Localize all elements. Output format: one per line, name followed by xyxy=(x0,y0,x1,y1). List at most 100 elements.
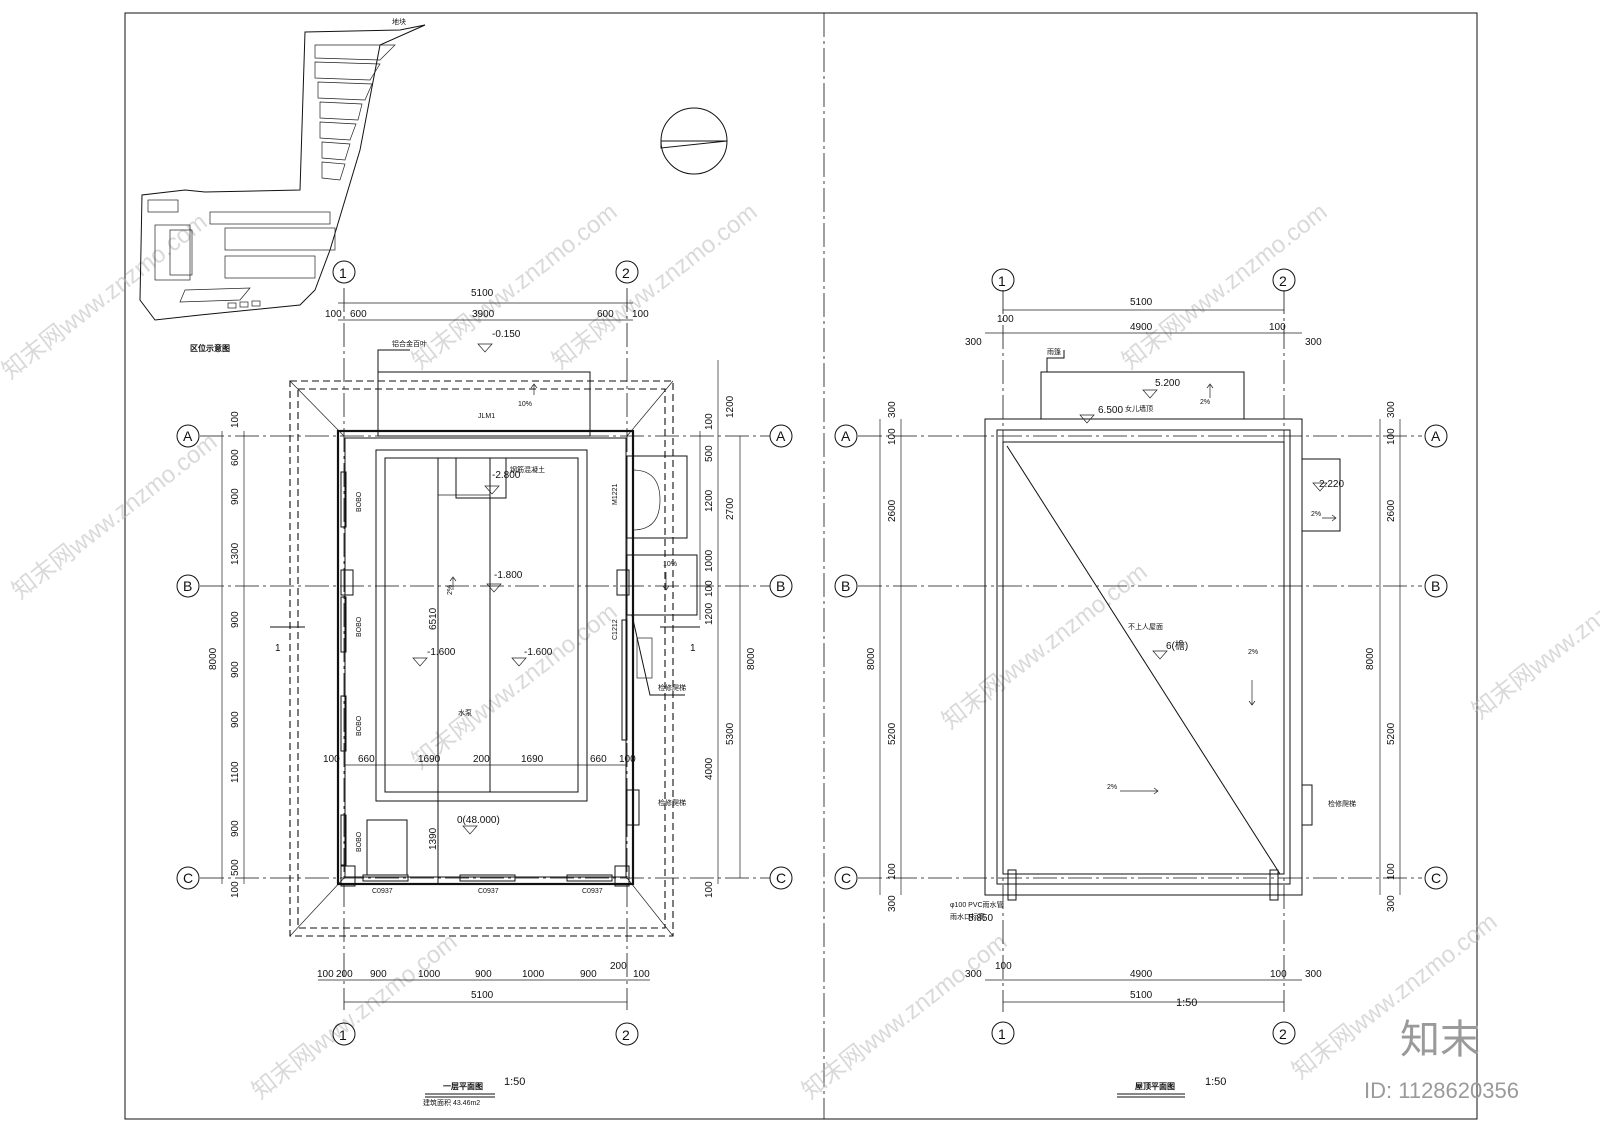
dim-bottom-total: 5100 xyxy=(471,990,494,1001)
dim-right-total: 8000 xyxy=(746,647,757,670)
axis-B-right: B xyxy=(776,578,785,594)
dim-bottom-3: 1000 xyxy=(418,969,441,980)
dim-bottom-1: 200 xyxy=(336,969,353,980)
roof-elev-outlet: 5.850 xyxy=(968,913,993,924)
dim-right-100a: 100 xyxy=(704,413,715,430)
north-arrow-icon xyxy=(660,107,728,175)
roof-dim-right-4: 100 xyxy=(1386,863,1397,880)
roof-dim-top-total: 5100 xyxy=(1130,297,1153,308)
watermark-1: 知末网www.znzmo.com xyxy=(0,208,212,384)
dim-right-mid-1: 2700 xyxy=(725,497,736,520)
roof-note-parapet: 女儿墙顶 xyxy=(1125,404,1153,413)
roof-dim-top-3: 100 xyxy=(1269,322,1286,333)
dim-left-6: 900 xyxy=(230,711,241,728)
watermark-7: 知末网www.znzmo.com xyxy=(797,928,1012,1104)
roof-dim-top-2: 4900 xyxy=(1130,322,1153,333)
dim-pool-0: 100 xyxy=(323,754,340,765)
section-mark-right: 1 xyxy=(690,643,696,654)
watermark-logo: 知末 xyxy=(1400,1017,1480,1063)
dim-bottom-8: 100 xyxy=(633,969,650,980)
dim-left-2: 900 xyxy=(230,488,241,505)
tag-c1212: C1212 xyxy=(612,619,619,640)
dim-right-in-1: 1200 xyxy=(704,489,715,512)
dim-top-3: 600 xyxy=(597,309,614,320)
dim-top-total: 5100 xyxy=(471,288,494,299)
roof-dim-left-0: 300 xyxy=(887,401,898,418)
watermark-11: 知末网www.znzmo.com xyxy=(1467,548,1600,724)
tag-c0937-b: C0937 xyxy=(478,888,499,895)
dim-left-8: 900 xyxy=(230,820,241,837)
note-pump: 水泵 xyxy=(458,708,472,717)
watermark-8: 知末网www.znzmo.com xyxy=(937,558,1152,734)
dim-right-in-4: 1200 xyxy=(704,602,715,625)
dim-bottom-7: 200 xyxy=(610,961,627,972)
roof-dim-bottom-1: 100 xyxy=(995,961,1012,972)
roof-dim-right-0: 300 xyxy=(1386,401,1397,418)
dim-left-0: 100 xyxy=(230,411,241,428)
left-plan-area: 建筑面积 43.46m2 xyxy=(423,1098,480,1107)
elev-channel: -1.800 xyxy=(494,570,523,581)
roof-note-canopy: 雨篷 xyxy=(1047,347,1061,356)
roof-dim-left-1: 100 xyxy=(887,428,898,445)
roof-axis-C-right: C xyxy=(1431,870,1441,886)
roof-axis-B-left: B xyxy=(841,578,850,594)
tag-bobo-2: BOBO xyxy=(356,616,363,637)
roof-dim-right-total: 8000 xyxy=(1365,647,1376,670)
dim-right-in-0: 500 xyxy=(704,445,715,462)
note-louver: 铝合金百叶 xyxy=(392,339,427,348)
dim-right-in-2: 1000 xyxy=(704,549,715,572)
roof-plan-scale: 1:50 xyxy=(1205,1076,1226,1088)
tag-bobo-3: BOBO xyxy=(356,715,363,736)
axis-1-top: 1 xyxy=(339,265,347,281)
tag-bobo-1: BOBO xyxy=(356,491,363,512)
tag-c0937-c: C0937 xyxy=(582,888,603,895)
roof-dim-left-3: 5200 xyxy=(887,722,898,745)
site-label-tiny: 地块 xyxy=(392,17,406,26)
roof-note-ladder: 检修爬梯 xyxy=(1328,799,1356,808)
roof-elev-canopy: 5.200 xyxy=(1155,378,1180,389)
roof-axis-2-bottom: 2 xyxy=(1279,1026,1287,1042)
elev-floor: 0(48.000) xyxy=(457,815,500,826)
axis-2-bottom: 2 xyxy=(622,1027,630,1043)
dim-pool-6: 100 xyxy=(619,754,636,765)
note-concrete: 钢筋混凝土 xyxy=(510,465,545,474)
left-plan-scale: 1:50 xyxy=(504,1076,525,1088)
axis-2-top: 2 xyxy=(622,265,630,281)
dim-top-4: 100 xyxy=(632,309,649,320)
dim-left-4: 900 xyxy=(230,611,241,628)
dim-left-7: 1100 xyxy=(230,761,241,783)
dim-left-9: 500 xyxy=(230,859,241,876)
roof-dim-top-0: 300 xyxy=(965,337,982,348)
roof-axis-1-bottom: 1 xyxy=(998,1026,1006,1042)
roof-dim-left-2: 2600 xyxy=(887,499,898,522)
dim-top-1: 600 xyxy=(350,309,367,320)
note-ladder: 检修爬梯 xyxy=(658,683,686,692)
ground-floor-plan: 铝合金百叶 1 1 1 xyxy=(176,260,793,1107)
dim-left-3: 1300 xyxy=(230,542,241,565)
roof-plan: 雨篷 1 2 1 2 A B C A B C 5100 300 100 4900… xyxy=(834,268,1448,1098)
dim-left-total: 8000 xyxy=(208,647,219,670)
section-mark-left: 1 xyxy=(275,643,281,654)
elev-pit: -2.800 xyxy=(492,470,521,481)
roof-dim-bottom-2: 4900 xyxy=(1130,969,1153,980)
dim-pool-4: 1690 xyxy=(521,754,544,765)
site-caption: 区位示意图 xyxy=(190,343,230,353)
roof-slope-main: 2% xyxy=(1248,649,1258,656)
roof-dim-bottom-3: 100 xyxy=(1270,969,1287,980)
dim-right-mid-0: 1200 xyxy=(725,395,736,418)
roof-dim-right-3: 5200 xyxy=(1386,722,1397,745)
dim-right-in-3: 100 xyxy=(704,580,715,597)
dim-top-2: 3900 xyxy=(472,309,495,320)
site-location-plan: 地块 区位示意图 xyxy=(139,17,426,353)
axis-C-right: C xyxy=(776,870,786,886)
dim-top-0: 100 xyxy=(325,309,342,320)
roof-dim-left-4: 100 xyxy=(887,863,898,880)
roof-axis-C-left: C xyxy=(841,870,851,886)
roof-slope-side: 2% xyxy=(1311,511,1321,518)
roof-axis-A-left: A xyxy=(841,428,851,444)
roof-dim-top-1: 100 xyxy=(997,314,1014,325)
dim-bottom-6: 900 xyxy=(580,969,597,980)
elev-entrance: -0.150 xyxy=(492,329,521,340)
axis-1-bottom: 1 xyxy=(339,1027,347,1043)
